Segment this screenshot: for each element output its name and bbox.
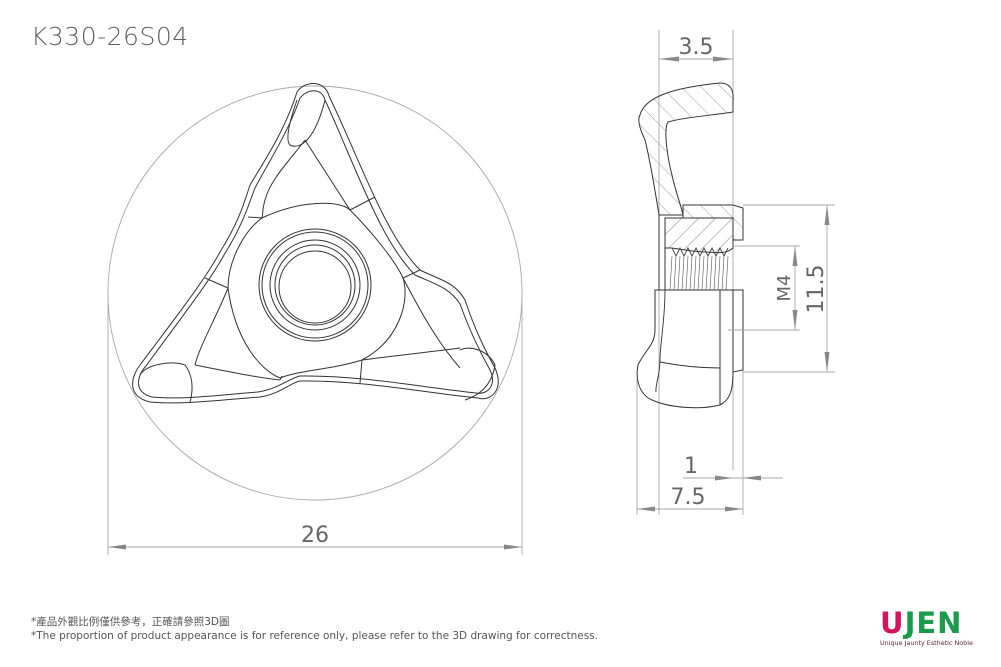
side-view: 3.5 <box>636 30 835 515</box>
ujen-logo: UJEN Unique Jaunty Esthetic Noble <box>880 608 980 647</box>
front-view: 26 <box>107 83 523 555</box>
logo-u-letter: U <box>880 606 905 640</box>
disclaimer-en: *The proportion of product appearance is… <box>31 630 598 642</box>
step-dimension: 1 <box>684 454 698 479</box>
center-boss <box>227 202 406 379</box>
total-width-dimension: 7.5 <box>671 485 706 510</box>
bore-height-dimension: 11.5 <box>804 265 829 314</box>
part-number-title: K330-26S04 <box>31 22 189 51</box>
logo-wordmark: UJEN <box>880 608 980 638</box>
logo-jen-letters: JEN <box>904 606 963 640</box>
screw-hole <box>258 228 372 342</box>
thread-dimension: M4 <box>774 275 795 302</box>
diameter-dimension: 26 <box>301 523 329 548</box>
disclaimer-zh: *產品外觀比例僅供參考，正確請參照3D圖 <box>31 616 230 628</box>
top-width-dimension: 3.5 <box>679 35 714 60</box>
logo-tagline: Unique Jaunty Esthetic Noble <box>880 639 973 647</box>
